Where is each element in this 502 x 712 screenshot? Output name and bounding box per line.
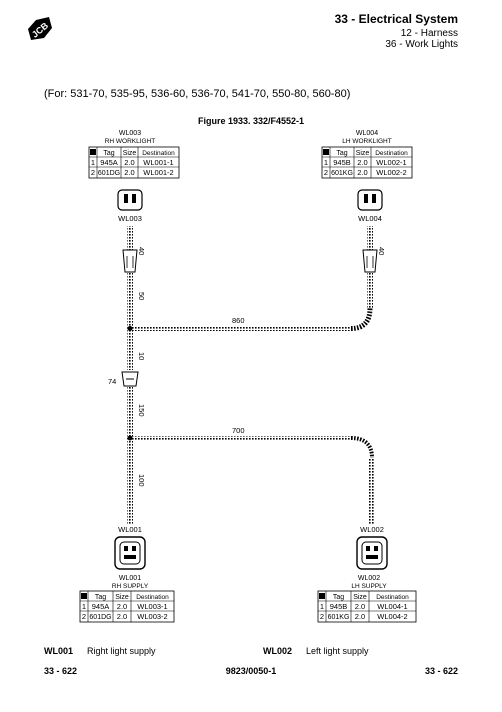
- wl004-hdr-size: Size: [356, 150, 370, 157]
- dim-50: 50: [137, 292, 146, 300]
- dim-74: 74: [108, 377, 116, 386]
- wl004-name: WL004: [356, 130, 378, 137]
- dimension-labels: 40 40 50 860 10 74 150 700 100: [108, 247, 386, 487]
- wl004-r1-dest: WL002-1: [376, 158, 406, 167]
- wl003-desc: RH WORKLIGHT: [105, 138, 156, 145]
- section-subtitle: 12 - Harness 36 - Work Lights: [385, 28, 458, 50]
- wl003-r2-tag: 601DG: [98, 170, 120, 177]
- wl001-r2-n: 2: [82, 612, 86, 621]
- wl001-r2-tag: 601DG: [89, 614, 111, 621]
- wl001-name: WL001: [119, 575, 141, 582]
- connector-wl001: WL001: [114, 525, 146, 570]
- wl003-r2-size: 2.0: [124, 168, 134, 177]
- wl004-hdr-dest: Destination: [375, 150, 408, 157]
- legend-desc-wl002: Left light supply: [306, 646, 369, 656]
- wl003-hdr-size: Size: [123, 150, 137, 157]
- wl002-desc: LH SUPPLY: [351, 583, 387, 590]
- wl001-desc: RH SUPPLY: [112, 583, 149, 590]
- wl004-r2-tag: 601KG: [331, 170, 353, 177]
- legend-item-wl001: WL001 Right light supply: [44, 646, 156, 656]
- wl003-r2-dest: WL001-2: [143, 168, 173, 177]
- wl002-label: WL002: [360, 525, 384, 534]
- wl001-r1-size: 2.0: [117, 602, 127, 611]
- wl004-hdr-tag: Tag: [336, 150, 347, 157]
- wl002-r1-dest: WL004-1: [377, 602, 407, 611]
- wl004-r1-tag: 945B: [333, 158, 351, 167]
- wl004-r2-dest: WL002-2: [376, 168, 406, 177]
- wl003-r1-dest: WL001-1: [143, 158, 173, 167]
- wl001-hdr-size: Size: [115, 594, 129, 601]
- wl002-r1-size: 2.0: [355, 602, 365, 611]
- subsection-harness: 12 - Harness: [400, 28, 458, 39]
- wl002-name: WL002: [358, 575, 380, 582]
- page-number-right: 33 - 622: [424, 666, 458, 676]
- table-wl003: WL003 RH WORKLIGHT Tag Size Destination …: [88, 130, 180, 179]
- wl002-r2-tag: 601KG: [328, 614, 350, 621]
- wl004-desc: LH WORKLIGHT: [342, 138, 392, 145]
- wl003-r1-n: 1: [91, 158, 95, 167]
- table-wl004: WL004 LH WORKLIGHT Tag Size Destination …: [321, 130, 413, 179]
- dim-40-left: 40: [137, 247, 146, 255]
- wl003-hdr-tag: Tag: [103, 150, 114, 157]
- figure-caption: Figure 1933. 332/F4552-1: [197, 116, 305, 126]
- legend-code-wl001: WL001: [44, 646, 74, 656]
- section-title: 33 - Electrical System: [334, 12, 458, 26]
- wl002-r2-dest: WL004-2: [377, 612, 407, 621]
- wl003-r1-tag: 945A: [100, 158, 118, 167]
- dim-860: 860: [232, 316, 245, 325]
- wl002-r2-size: 2.0: [355, 612, 365, 621]
- dim-40-right: 40: [377, 247, 386, 255]
- wl001-r1-tag: 945A: [92, 602, 110, 611]
- wl002-hdr-dest: Destination: [376, 594, 409, 601]
- models-note: (For: 531-70, 535-95, 536-60, 536-70, 54…: [44, 88, 351, 100]
- wl002-hdr-tag: Tag: [333, 594, 344, 601]
- wl002-r2-n: 2: [320, 612, 324, 621]
- connector-wl003: WL003: [117, 189, 143, 223]
- wl002-r1-n: 1: [320, 602, 324, 611]
- table-wl002: WL002 LH SUPPLY Tag Size Destination 1 9…: [317, 575, 417, 623]
- wl003-label: WL003: [118, 214, 142, 223]
- wl004-r2-n: 2: [324, 168, 328, 177]
- page-number-left: 33 - 622: [44, 666, 78, 676]
- wl004-r1-n: 1: [324, 158, 328, 167]
- wl003-name: WL003: [119, 130, 141, 137]
- junction-points: [127, 326, 133, 441]
- dim-700: 700: [232, 426, 245, 435]
- dim-100: 100: [137, 474, 146, 487]
- wl001-r2-dest: WL003-2: [137, 612, 167, 621]
- legend-item-wl002: WL002 Left light supply: [263, 646, 369, 656]
- dim-150: 150: [137, 404, 146, 417]
- wl003-r1-size: 2.0: [124, 158, 134, 167]
- page-footer: 33 - 622 9823/0050-1 33 - 622: [44, 666, 458, 676]
- legend-code-wl002: WL002: [263, 646, 293, 656]
- jcb-logo: JCB: [28, 17, 52, 40]
- wl001-r1-n: 1: [82, 602, 86, 611]
- wl004-r2-size: 2.0: [357, 168, 367, 177]
- wl003-hdr-dest: Destination: [142, 150, 175, 157]
- wl003-r2-n: 2: [91, 168, 95, 177]
- harness-braid: [127, 226, 375, 524]
- clips: [121, 249, 378, 387]
- dim-10: 10: [137, 352, 146, 360]
- wl004-label: WL004: [358, 214, 382, 223]
- wl001-hdr-tag: Tag: [95, 594, 106, 601]
- wl001-label: WL001: [118, 525, 142, 534]
- legend-desc-wl001: Right light supply: [87, 646, 156, 656]
- subsection-work-lights: 36 - Work Lights: [385, 39, 458, 50]
- wl001-r2-size: 2.0: [117, 612, 127, 621]
- wl001-hdr-dest: Destination: [136, 594, 169, 601]
- document-number: 9823/0050-1: [225, 666, 277, 676]
- wl001-r1-dest: WL003-1: [137, 602, 167, 611]
- connector-wl004: WL004: [357, 189, 383, 223]
- wl004-r1-size: 2.0: [357, 158, 367, 167]
- wl002-r1-tag: 945B: [330, 602, 348, 611]
- wl002-hdr-size: Size: [353, 594, 367, 601]
- table-wl001: WL001 RH SUPPLY Tag Size Destination 1 9…: [79, 575, 175, 623]
- connector-wl002: WL002: [356, 525, 388, 570]
